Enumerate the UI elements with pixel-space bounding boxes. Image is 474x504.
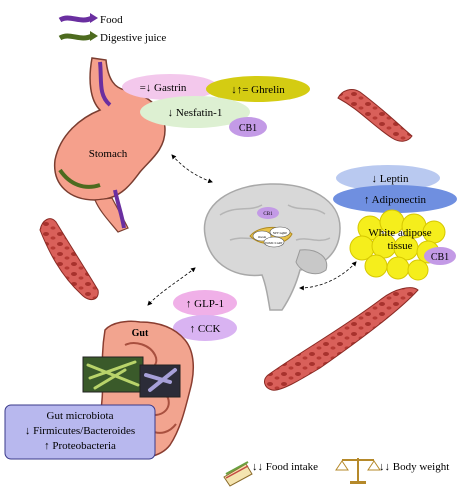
balance-scale-icon — [335, 458, 381, 484]
cck-ellipse — [173, 315, 237, 341]
white-adipose-tissue-illustration — [349, 209, 446, 281]
brain-cb1-label: CB1 — [263, 212, 273, 217]
food-intake-label: ↓↓ Food intake — [252, 461, 318, 473]
vessel-left — [39, 218, 99, 301]
microbiota-line2: ↓ Firmicutes/Bacteroides — [25, 425, 135, 437]
adipose-label-line1: White adipose — [368, 227, 431, 239]
body-weight-label: ↓↓ Body weight — [379, 461, 449, 473]
microbiota-line3: ↑ Proteobacteria — [44, 440, 116, 452]
legend-food-label: Food — [100, 14, 123, 26]
adipose-label-line2: tissue — [387, 240, 412, 252]
glp1-label: ↑ GLP-1 — [186, 298, 224, 310]
adiponectin-ellipse — [333, 185, 457, 213]
nesfatin-ellipse — [140, 96, 250, 128]
brain-nucleus-c-label: POMC/CART — [265, 241, 282, 245]
sandwich-icon — [223, 461, 253, 487]
leptin-label: ↓ Leptin — [372, 173, 409, 185]
ghrelin-label: ↓↑= Ghrelin — [231, 84, 285, 96]
food-arrow-icon — [58, 13, 98, 23]
microbiota-box — [4, 404, 156, 460]
gut-label: Gut — [132, 328, 149, 339]
gastrin-ellipse — [122, 74, 218, 100]
arrow-brain-gut — [147, 267, 196, 306]
nesfatin-label: ↓ Nesfatin-1 — [168, 107, 223, 119]
cck-label: ↑ CCK — [190, 323, 221, 335]
microbiota-photo-left — [82, 356, 144, 393]
brain-nucleus-b-label: NPY/AgRP — [273, 231, 288, 235]
adipose-cb1-ellipse — [424, 247, 456, 265]
brain-cb1-ellipse — [257, 207, 279, 219]
vessel-bottom-right — [264, 287, 419, 391]
ghrelin-ellipse — [206, 76, 310, 102]
microbiota-photo-right — [139, 364, 181, 398]
legend-digestive-juice-label: Digestive juice — [100, 32, 166, 44]
brain-nucleus-b — [269, 226, 291, 238]
brain-nucleus-c — [263, 236, 285, 248]
stomach-cb1-ellipse — [229, 117, 267, 137]
stomach-illustration — [54, 57, 166, 233]
microbiota-title: Gut microbiota — [47, 410, 114, 422]
arrow-stomach-brain — [171, 154, 213, 184]
leptin-ellipse — [336, 165, 440, 191]
digestive-juice-arrow-icon — [58, 31, 98, 41]
vessel-top-right — [337, 89, 413, 142]
adiponectin-label: ↑ Adiponectin — [364, 194, 427, 206]
stomach-label: Stomach — [89, 148, 128, 160]
adipose-cb1-label: CB1 — [431, 252, 449, 263]
legend: Food Digestive juice — [58, 13, 166, 44]
arrow-brain-adipose — [299, 261, 357, 291]
arrows — [147, 154, 357, 306]
stomach-cb1-label: CB1 — [239, 123, 257, 134]
brain-nucleus-a-label: Orexin — [258, 235, 267, 239]
gastrin-label: =↓ Gastrin — [140, 82, 187, 94]
